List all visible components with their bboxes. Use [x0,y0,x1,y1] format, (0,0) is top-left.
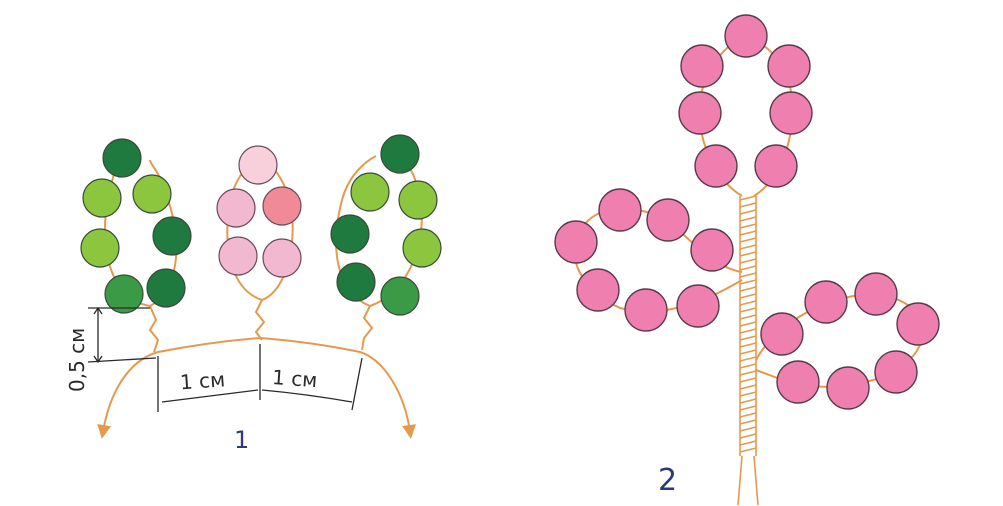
twist-mark [739,321,757,327]
twist-mark [739,314,757,320]
twist-mark [739,293,757,299]
twist-mark [739,237,757,243]
bead [262,238,302,278]
bead [216,188,256,228]
bead [678,91,722,135]
bead [624,288,668,332]
twist-mark [739,307,757,313]
bead [754,144,798,188]
bead [826,366,870,410]
twist-mark [739,300,757,306]
bead [82,178,122,218]
bead [262,186,302,226]
twist-mark [739,405,757,411]
bead [776,360,820,404]
twist-mark [739,363,757,369]
twist-mark [739,349,757,355]
bead [874,350,918,394]
bead [680,44,724,88]
twist-mark [739,230,757,236]
middle-beaded-leaf [216,145,302,278]
twist-mark [739,286,757,292]
figure-1: 0,5 см 1 см 1 см 1 [65,134,442,454]
bead [238,145,278,185]
twist-mark [739,265,757,271]
twist-mark [739,426,757,432]
bead [146,268,186,308]
twist-mark [739,279,757,285]
bead [690,228,734,272]
twist-mark [739,419,757,425]
twist-mark [739,377,757,383]
bead [380,276,420,316]
bead [694,144,738,188]
bead [646,198,690,242]
twist-mark [739,202,757,208]
bead [854,272,898,316]
bead [576,268,620,312]
twist-mark [739,398,757,404]
twist-mark [739,440,757,446]
bead [350,172,390,212]
twist-mark [739,244,757,250]
right-beaded-leaf [330,134,442,316]
twist-mark [739,195,757,201]
bead [336,262,376,302]
twist-mark [739,335,757,341]
height-dimension-label: 0,5 см [65,328,89,392]
bead [760,312,804,356]
top-bead-loop [678,14,813,188]
bead [132,174,172,214]
twist-mark [739,258,757,264]
left-beaded-leaf [80,138,192,314]
twist-mark [739,342,757,348]
bead [769,91,813,135]
twist-mark [739,328,757,334]
left-width-dimension-label: 1 см [179,367,226,394]
right-bead-loop [760,272,940,410]
twist-mark [739,216,757,222]
bead [598,188,642,232]
bead [398,180,438,220]
bead [402,228,442,268]
dimension-lines [87,306,363,412]
twist-mark [739,356,757,362]
twist-mark [739,391,757,397]
bead [104,274,144,314]
bead [767,44,811,88]
bead [724,14,768,58]
bead [554,220,598,264]
left-bead-loop [554,188,734,332]
twist-marks [739,195,757,453]
bead [102,138,142,178]
twist-mark [739,447,757,453]
twist-mark [739,370,757,376]
bead [804,280,848,324]
twisted-stem [737,195,759,506]
twist-mark [739,412,757,418]
twist-mark [739,272,757,278]
figure-2: 2 [554,14,940,506]
twist-mark [739,223,757,229]
twist-mark [739,251,757,257]
bead [152,216,192,256]
figure-1-number: 1 [234,426,249,454]
twist-mark [739,384,757,390]
bead [380,134,420,174]
bead [330,214,370,254]
right-width-dimension-label: 1 см [271,365,318,392]
bead [80,228,120,268]
bead [676,284,720,328]
twist-mark [739,433,757,439]
figure-2-number: 2 [658,463,677,498]
bead [218,236,258,276]
twist-mark [739,209,757,215]
bead [896,302,940,346]
